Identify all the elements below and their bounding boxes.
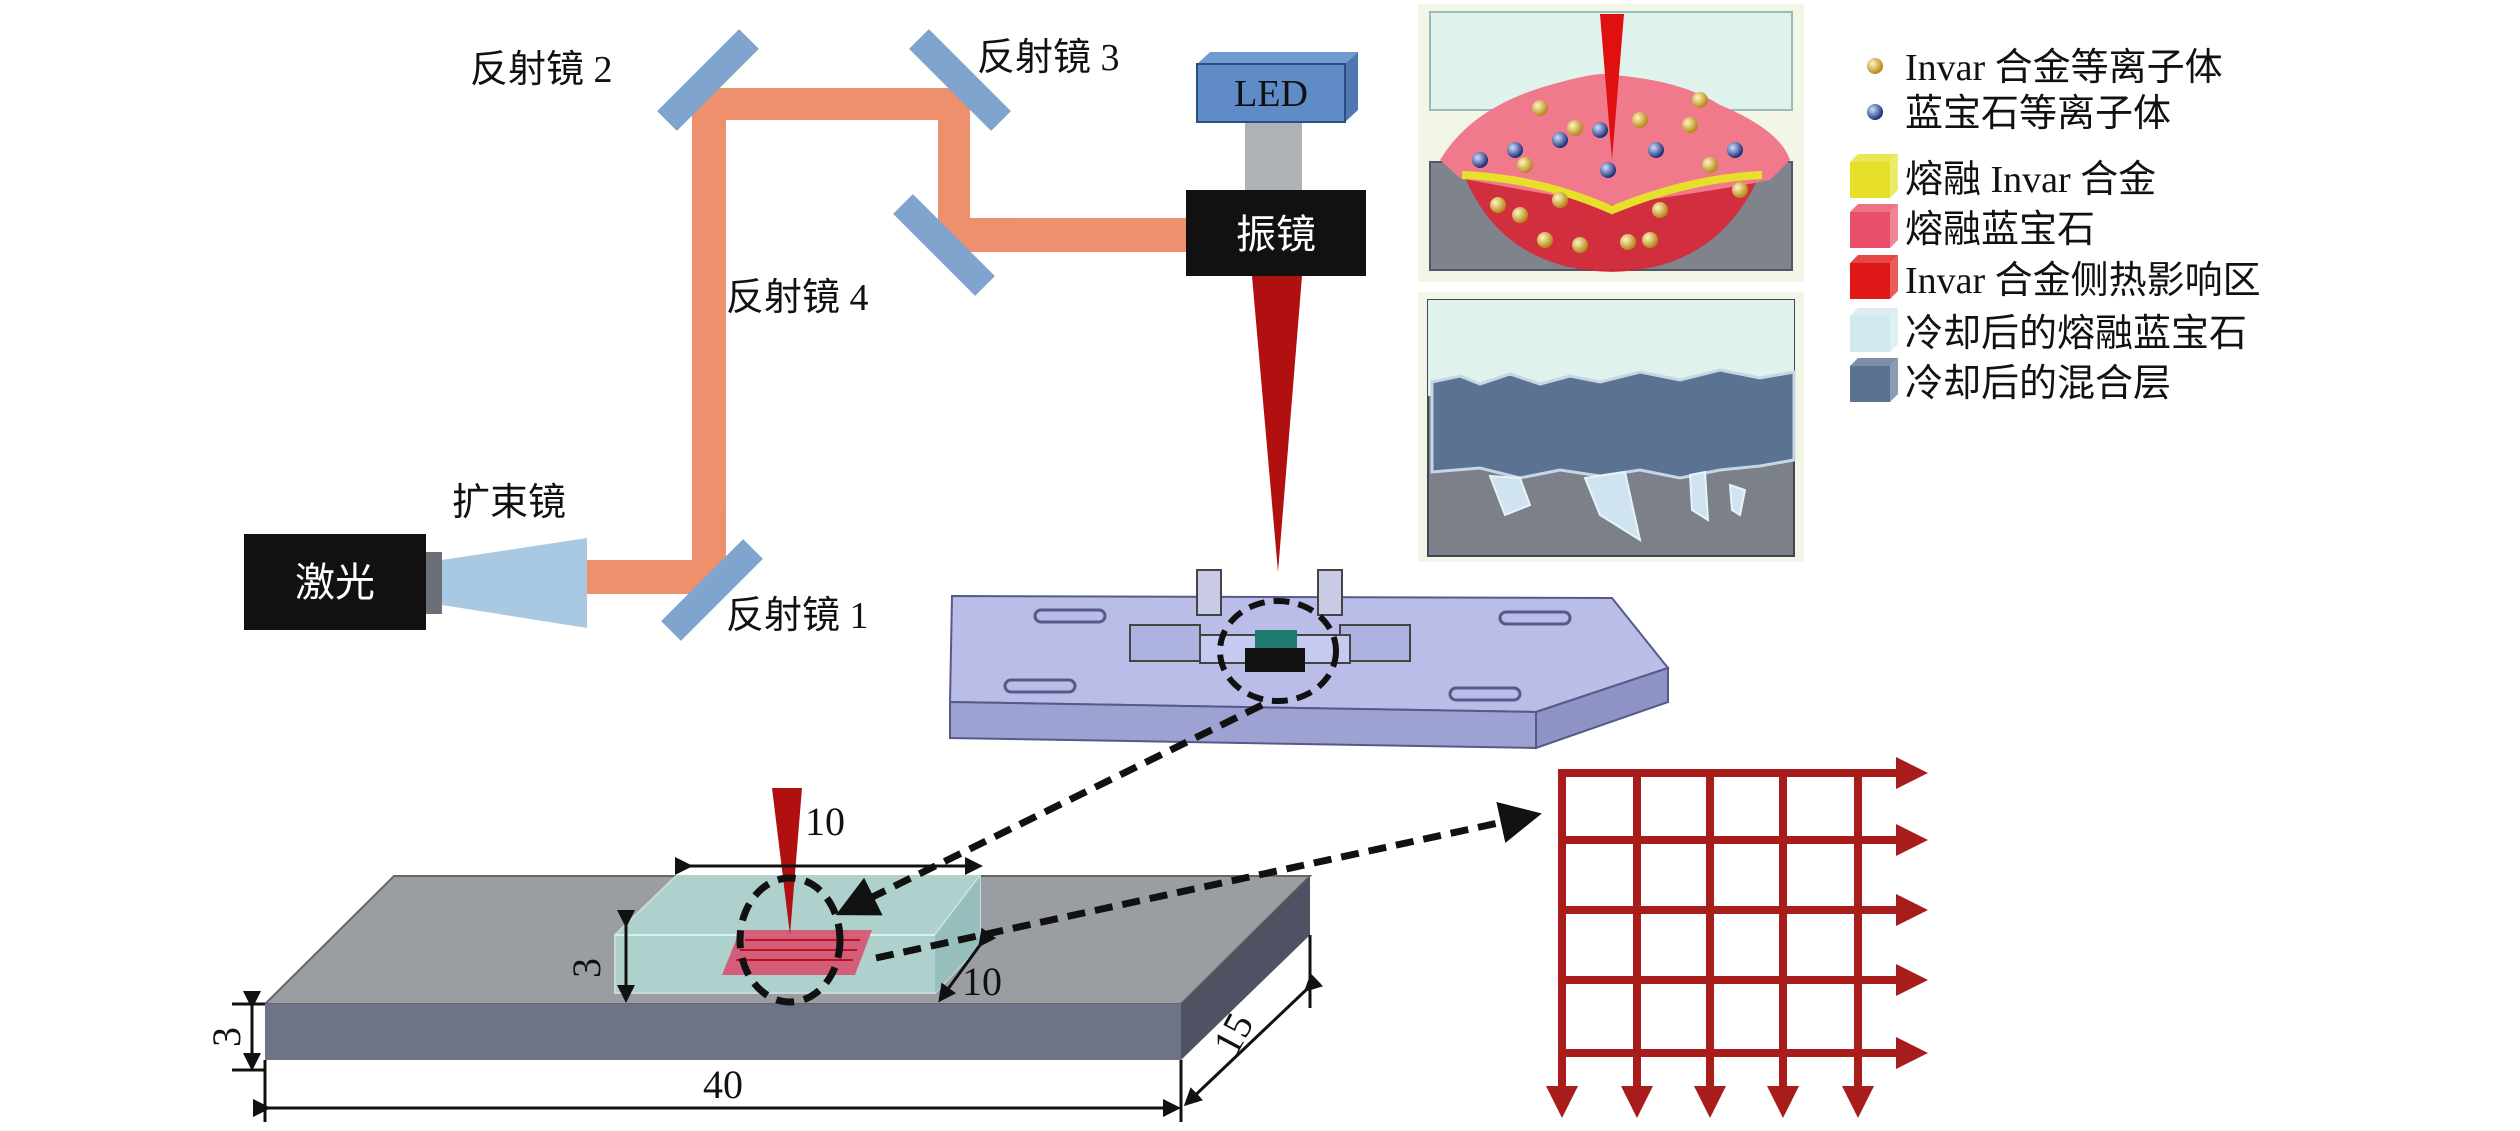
mirror-1-label: 反射镜 1 <box>726 595 869 637</box>
leader-fixture-to-weld <box>835 701 1264 916</box>
legend-swatch <box>1850 212 1890 248</box>
legend-swatch-top <box>1850 204 1898 212</box>
legend-swatch-side <box>1890 204 1898 248</box>
sapphire-plasma-particle <box>1600 162 1616 178</box>
fixture-plate <box>948 569 1670 750</box>
weld-zone <box>722 930 872 975</box>
mirror-2 <box>657 29 759 131</box>
legend-swatch-side <box>1890 255 1898 299</box>
led-stem <box>1245 120 1302 192</box>
invar-plasma-particle <box>1632 112 1648 128</box>
sapphire-plasma-particle <box>1727 142 1743 158</box>
blue-sphere-icon <box>1867 104 1883 120</box>
legend-label: Invar 合金等离子体 <box>1905 47 2223 89</box>
legend-swatch-top <box>1850 255 1898 263</box>
galvo-label: 振镜 <box>1236 212 1316 257</box>
legend-swatch-top <box>1850 308 1898 316</box>
invar-plasma-particle <box>1642 232 1658 248</box>
galvo-scanner: 振镜 <box>1186 190 1366 276</box>
beam-expander <box>442 538 587 628</box>
legend-label: 熔融蓝宝石 <box>1905 209 2095 251</box>
sapphire-plasma-particle <box>1648 142 1664 158</box>
mirror-4 <box>893 194 995 296</box>
dim-sapphire-width: 10 <box>962 959 1002 1004</box>
scan-path-grid <box>1546 757 1928 1118</box>
legend-swatch-top <box>1850 358 1898 366</box>
invar-plasma-particle <box>1490 197 1506 213</box>
legend-label: 熔融 Invar 合金 <box>1905 159 2156 201</box>
legend-label: 冷却后的熔融蓝宝石 <box>1905 313 2247 355</box>
dim-sapphire-length: 10 <box>805 799 845 844</box>
invar-plasma-particle <box>1732 182 1748 198</box>
legend-swatch <box>1850 366 1890 402</box>
laser-source: 激光 <box>244 534 442 630</box>
dim-block-length: 40 <box>703 1062 743 1107</box>
mirror-4-label: 反射镜 4 <box>726 277 869 319</box>
invar-plasma-particle <box>1537 232 1553 248</box>
gold-sphere-icon <box>1867 58 1883 74</box>
molten-pool-inset <box>1418 4 1804 282</box>
laser-label: 激光 <box>295 560 375 605</box>
invar-plasma-particle <box>1572 237 1588 253</box>
legend-swatch <box>1850 263 1890 299</box>
laser-beam-path <box>440 88 1190 594</box>
legend-label: 冷却后的混合层 <box>1905 363 2171 405</box>
legend-swatch <box>1850 316 1890 352</box>
fixture-zoom-circle <box>1217 598 1339 704</box>
invar-plasma-particle <box>1512 207 1528 223</box>
invar-plasma-particle <box>1702 157 1718 173</box>
beam-expander-label: 扩束镜 <box>452 482 566 524</box>
cooled-layer-inset <box>1418 292 1804 562</box>
led-label: LED <box>1234 73 1308 115</box>
invar-plasma-particle <box>1517 157 1533 173</box>
led-box: LED <box>1196 52 1358 123</box>
mirror-2-label: 反射镜 2 <box>470 49 613 91</box>
focused-laser-beam <box>1252 276 1302 572</box>
legend-swatch-side <box>1890 308 1898 352</box>
legend-swatch-side <box>1890 358 1898 402</box>
sapphire-plasma-particle <box>1592 122 1608 138</box>
sapphire-plasma-particle <box>1472 152 1488 168</box>
legend-swatch <box>1850 162 1890 198</box>
legend-swatch-top <box>1850 154 1898 162</box>
mirror-1 <box>661 539 763 641</box>
invar-plasma-particle <box>1620 234 1636 250</box>
weld-zoom-circle <box>736 874 844 1006</box>
mirror-3 <box>909 29 1011 131</box>
sapphire-block <box>614 875 981 994</box>
invar-plasma-particle <box>1652 202 1668 218</box>
dim-sapphire-height: 3 <box>564 958 609 978</box>
dim-block-height: 3 <box>204 1027 249 1047</box>
legend-label: Invar 合金侧热影响区 <box>1905 260 2261 302</box>
invar-plasma-particle <box>1567 120 1583 136</box>
invar-plasma-particle <box>1552 192 1568 208</box>
invar-plasma-particle <box>1682 117 1698 133</box>
invar-plasma-particle <box>1532 100 1548 116</box>
legend-label: 蓝宝石等离子体 <box>1905 93 2171 135</box>
sapphire-plasma-particle <box>1507 142 1523 158</box>
dimension-lines <box>232 857 1324 1122</box>
legend-swatch-side <box>1890 154 1898 198</box>
mirror-3-label: 反射镜 3 <box>977 37 1120 79</box>
invar-plasma-particle <box>1692 92 1708 108</box>
sapphire-plasma-particle <box>1552 132 1568 148</box>
